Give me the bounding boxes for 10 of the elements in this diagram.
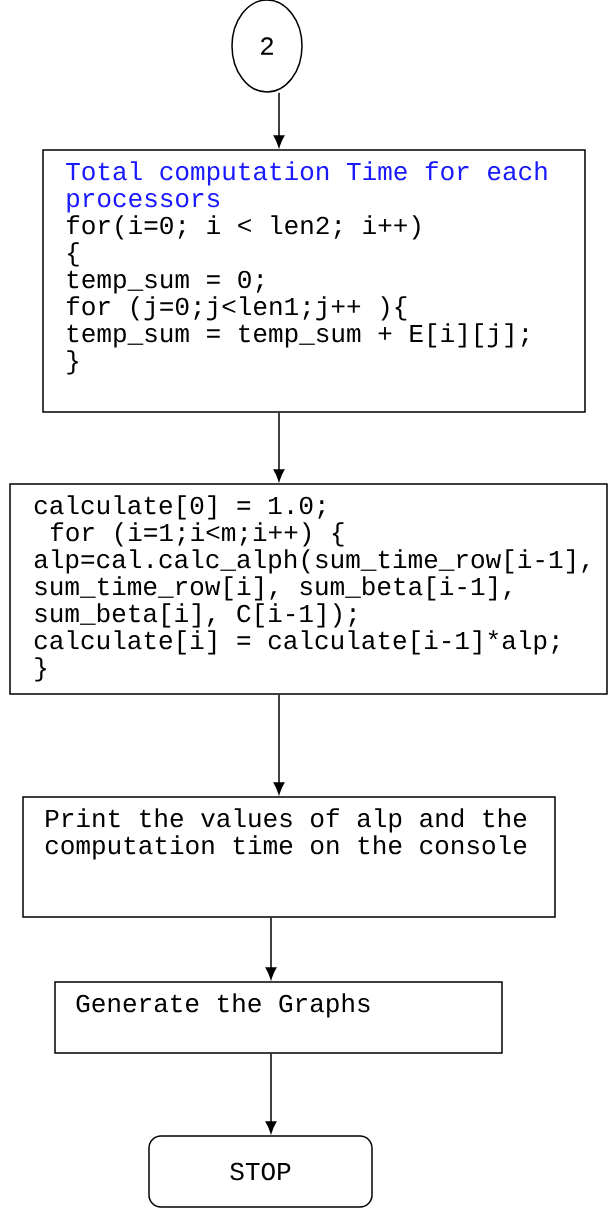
arrow xyxy=(273,92,285,148)
arrow xyxy=(273,694,285,795)
terminal-box: STOP xyxy=(148,1135,373,1208)
arrow xyxy=(273,412,285,482)
process-box: Total computation Time for each processors for(i=0; i < len2; i++) { temp_sum = 0; for (j=0;j<len1;j++ ){ temp_sum = temp_sum + E[i][j]; } xyxy=(42,149,586,413)
arrow xyxy=(265,917,277,980)
process-box: Print the values of alp and the computation time on the console xyxy=(22,796,556,918)
process-box: Generate the Graphs xyxy=(54,981,503,1054)
process-box: calculate[0] = 1.0; for (i=1;i<m;i++) { alp=cal.calc_alph(sum_time_row[i-1], sum_time_row[i], sum_beta[i-1], sum_beta[i], C[i-1]); calculate[i] = calculate[i-1]*alp; } xyxy=(9,483,608,695)
arrow xyxy=(265,1053,277,1134)
